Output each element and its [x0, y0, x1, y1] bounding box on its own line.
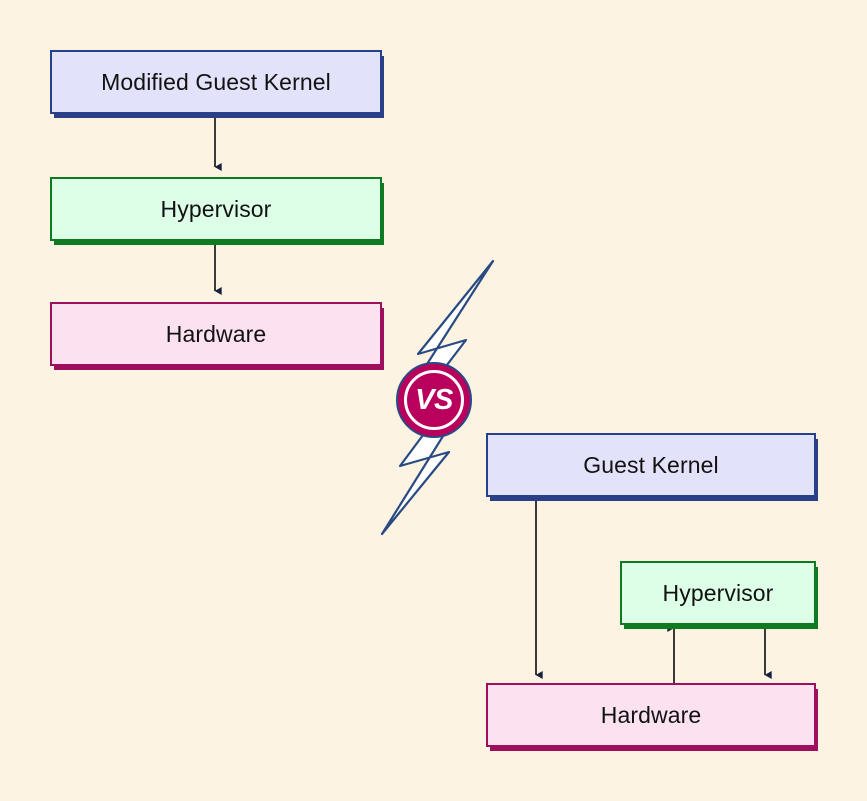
node-hypervisor-right[interactable]: Hypervisor	[620, 561, 816, 625]
vs-label: VS	[415, 383, 453, 416]
vs-badge: VS	[396, 362, 472, 438]
